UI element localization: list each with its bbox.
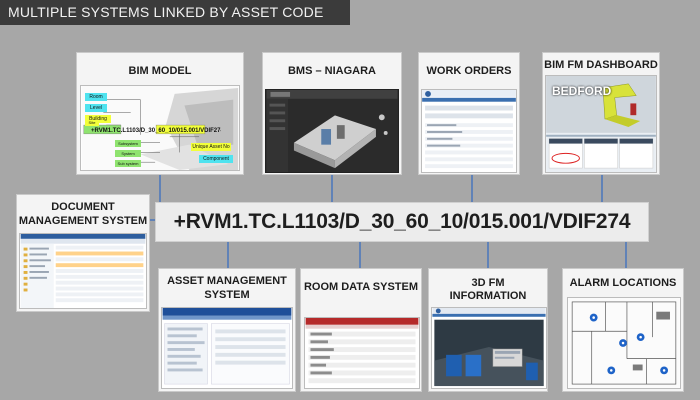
card-title-3d-fm-line1: 3D FM (471, 277, 505, 289)
asset-code: +RVM1.TC.L1103/D_30_60_10/015.001/VDIF27… (173, 210, 631, 233)
card-title-document-line1: DOCUMENT (51, 201, 115, 213)
card-room-data: ROOM DATA SYSTEM (300, 268, 422, 392)
card-document-management: DOCUMENT MANAGEMENT SYSTEM (16, 194, 150, 312)
bim-tag-site: Site (85, 120, 99, 126)
bms-niagara-thumbnail (265, 89, 399, 173)
card-title-room-data: ROOM DATA SYSTEM (303, 281, 419, 293)
bim-model-thumbnail: Room Level Building Site +RVM1.TC.L1103/… (80, 85, 240, 171)
bim-fm-dashboard-thumbnail: BEDFORD (545, 75, 657, 173)
card-title-asset-line2: SYSTEM (204, 289, 250, 301)
bim-tag-room: Room (85, 93, 107, 101)
card-title-asset-line1: ASSET MANAGEMENT (167, 275, 287, 287)
alarm-locations-thumbnail (567, 297, 681, 389)
card-3d-fm: 3D FM INFORMATION (428, 268, 548, 392)
diagram-title: MULTIPLE SYSTEMS LINKED BY ASSET CODE (0, 0, 350, 25)
asset-management-thumbnail (161, 307, 293, 389)
card-alarm-locations: ALARM LOCATIONS (562, 268, 684, 392)
dashboard-site-label: BEDFORD (552, 84, 612, 98)
bim-tag-building: Building (85, 115, 111, 123)
asset-code-box: +RVM1.TC.L1103/D_30_60_10/015.001/VDIF27… (155, 202, 649, 242)
card-work-orders: WORK ORDERS (418, 52, 520, 175)
card-title-3d-fm-line2: INFORMATION (449, 290, 527, 302)
bim-tag-sub-system: Sub system (115, 160, 141, 167)
card-bms-niagara: BMS – NIAGARA (262, 52, 402, 175)
bim-tag-component: Component (199, 155, 233, 163)
document-management-thumbnail (19, 233, 147, 309)
bim-code-snippet: +RVM1.TC.L1103/D_30_60_10/015.001/VDIF27… (91, 128, 221, 134)
card-bim-model: BIM MODEL Room Level Building Site +RVM1… (76, 52, 244, 175)
card-title-document-line2: MANAGEMENT SYSTEM (18, 215, 148, 227)
card-title-bim-fm-dashboard: BIM FM DASHBOARD (544, 59, 658, 71)
card-title-alarm-locations: ALARM LOCATIONS (569, 277, 677, 289)
card-title-bms-niagara: BMS – NIAGARA (287, 65, 376, 77)
bim-tag-unique-asset: Unique Asset No (191, 143, 231, 151)
card-title-bim-model: BIM MODEL (128, 65, 192, 77)
card-asset-management: ASSET MANAGEMENT SYSTEM (158, 268, 296, 392)
work-orders-thumbnail (421, 89, 517, 173)
bim-tag-subsystem: Subsystem (115, 140, 141, 147)
card-bim-fm-dashboard: BIM FM DASHBOARD BEDFORD (542, 52, 660, 175)
3d-fm-thumbnail (431, 307, 547, 389)
bim-tag-level: Level (85, 104, 107, 112)
room-data-thumbnail (304, 317, 420, 389)
card-title-work-orders: WORK ORDERS (426, 65, 512, 77)
bim-tag-system: System (115, 150, 141, 157)
